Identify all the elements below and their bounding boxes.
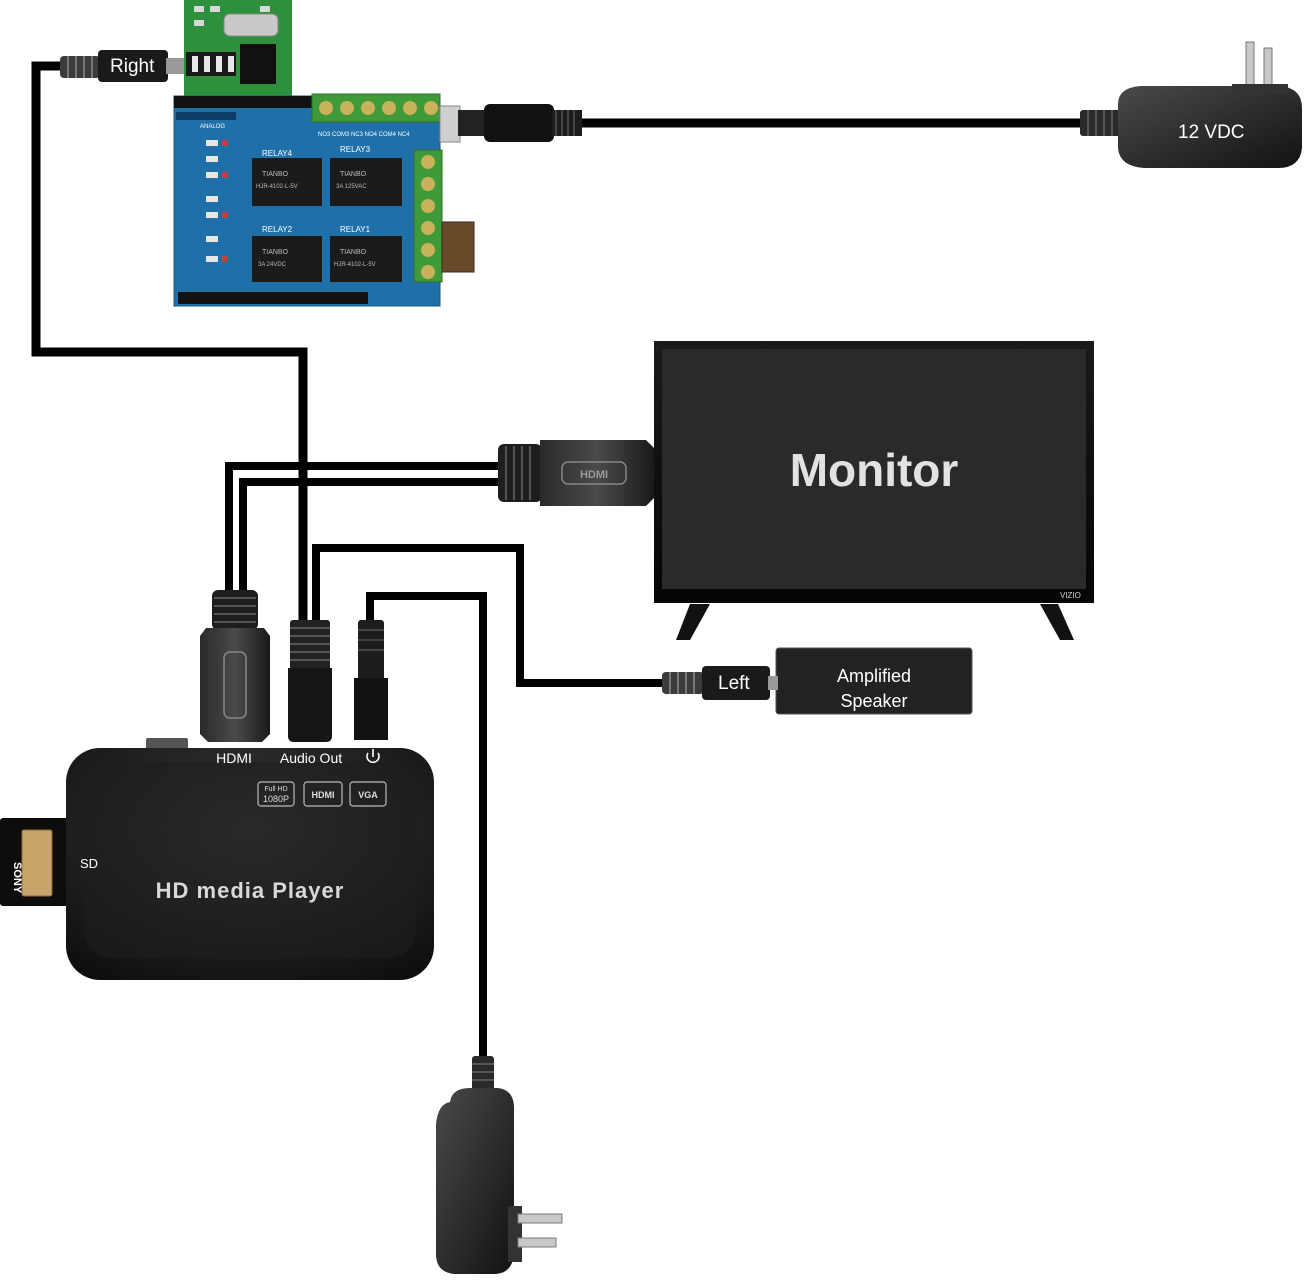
monitor-label: Monitor (790, 444, 959, 496)
relay-2-label: RELAY2 (262, 225, 293, 234)
port-hdmi-label: HDMI (216, 750, 252, 766)
cables (31, 61, 1090, 1062)
power-adapter-label: 12 VDC (1178, 122, 1245, 143)
right-plug-label: Right (110, 56, 155, 77)
badge-hdmi-text: HDMI (312, 790, 335, 800)
terminal-labels: NO3 COM3 NC3 NO4 COM4 NC4 (318, 132, 410, 138)
monitor-brand: VIZIO (1060, 591, 1081, 600)
usb-connector (441, 221, 475, 273)
power-plug-player (354, 620, 388, 740)
right-audio-plug (60, 50, 184, 82)
relay-4: TIANBO HJR-4102-L-5V (252, 158, 322, 206)
svg-text:HJR-4102-L-5V: HJR-4102-L-5V (256, 184, 298, 190)
analog-label: ANALOG (200, 124, 225, 130)
relay-3: TIANBO 3A 125VAC (330, 158, 402, 206)
terminal-blocks-top (311, 93, 441, 123)
dc-jack (439, 105, 461, 143)
audio-out-plug (288, 620, 332, 742)
relay-1: TIANBO HJR-4102-L-5V (330, 236, 402, 282)
relay-shield-board: ANALOG NO3 COM3 NC3 NO4 COM4 NC4 TIANBO … (173, 0, 582, 307)
media-player-name: HD media Player (156, 878, 345, 903)
monitor (654, 341, 1094, 640)
relay-2: TIANBO 3A 24VDC (252, 236, 322, 282)
left-audio-cable (312, 544, 665, 687)
audio-module-components (194, 6, 270, 26)
port-sd-label: SD (80, 856, 98, 871)
top-pin-header (174, 96, 312, 108)
hdmi-plug-monitor-text: HDMI (580, 469, 608, 481)
hdmi-plug-monitor (498, 440, 654, 506)
svg-text:TIANBO: TIANBO (262, 249, 289, 256)
analog-header (176, 112, 236, 120)
media-player-top-face (84, 762, 416, 958)
badge-fullhd-bottom: 1080P (263, 794, 289, 804)
terminal-blocks-side (413, 149, 443, 283)
relay-3-label: RELAY3 (340, 145, 371, 154)
svg-text:TIANBO: TIANBO (340, 171, 367, 178)
board-resistors (222, 140, 228, 262)
media-player (66, 738, 434, 980)
svg-text:HJR-4102-L-5V: HJR-4102-L-5V (334, 262, 376, 268)
player-power-cable (366, 592, 487, 1062)
power-adapter-player (436, 1056, 563, 1274)
hdmi-cable-inner (239, 478, 500, 598)
power-adapter-12vdc (1080, 41, 1302, 168)
hdmi-plug-player (200, 590, 270, 742)
badge-fullhd (257, 781, 295, 807)
audio-module-chip (240, 44, 276, 84)
speaker-label-line2: Speaker (840, 691, 907, 711)
audio-module-crystal (223, 13, 279, 37)
left-plug-label: Left (718, 673, 750, 694)
relay-1-label: RELAY1 (340, 225, 371, 234)
power-symbol-icon (366, 749, 380, 764)
badge-fullhd-top: Full HD (264, 786, 287, 793)
relay-4-label: RELAY4 (262, 149, 293, 158)
badge-hdmi (303, 781, 343, 807)
badge-vga-text: VGA (358, 790, 378, 800)
port-audio-out-label: Audio Out (280, 750, 342, 766)
bottom-pin-header (178, 292, 368, 304)
svg-text:TIANBO: TIANBO (340, 249, 367, 256)
board-leds (206, 140, 218, 262)
monitor-right-leg (1040, 604, 1074, 640)
monitor-screen (662, 349, 1086, 589)
sd-card (0, 818, 72, 906)
sd-card-brand: SONY (11, 862, 23, 894)
dc-barrel-plug (458, 104, 582, 142)
badge-vga (349, 781, 387, 807)
svg-text:3A 125VAC: 3A 125VAC (336, 184, 367, 190)
svg-text:3A 24VDC: 3A 24VDC (258, 262, 287, 268)
svg-text:TIANBO: TIANBO (262, 171, 289, 178)
monitor-left-leg (676, 604, 710, 640)
left-audio-plug (662, 666, 778, 700)
hdmi-cable-outer (225, 462, 500, 598)
right-audio-cable (31, 61, 308, 625)
speaker-label-line1: Amplified (837, 666, 911, 686)
